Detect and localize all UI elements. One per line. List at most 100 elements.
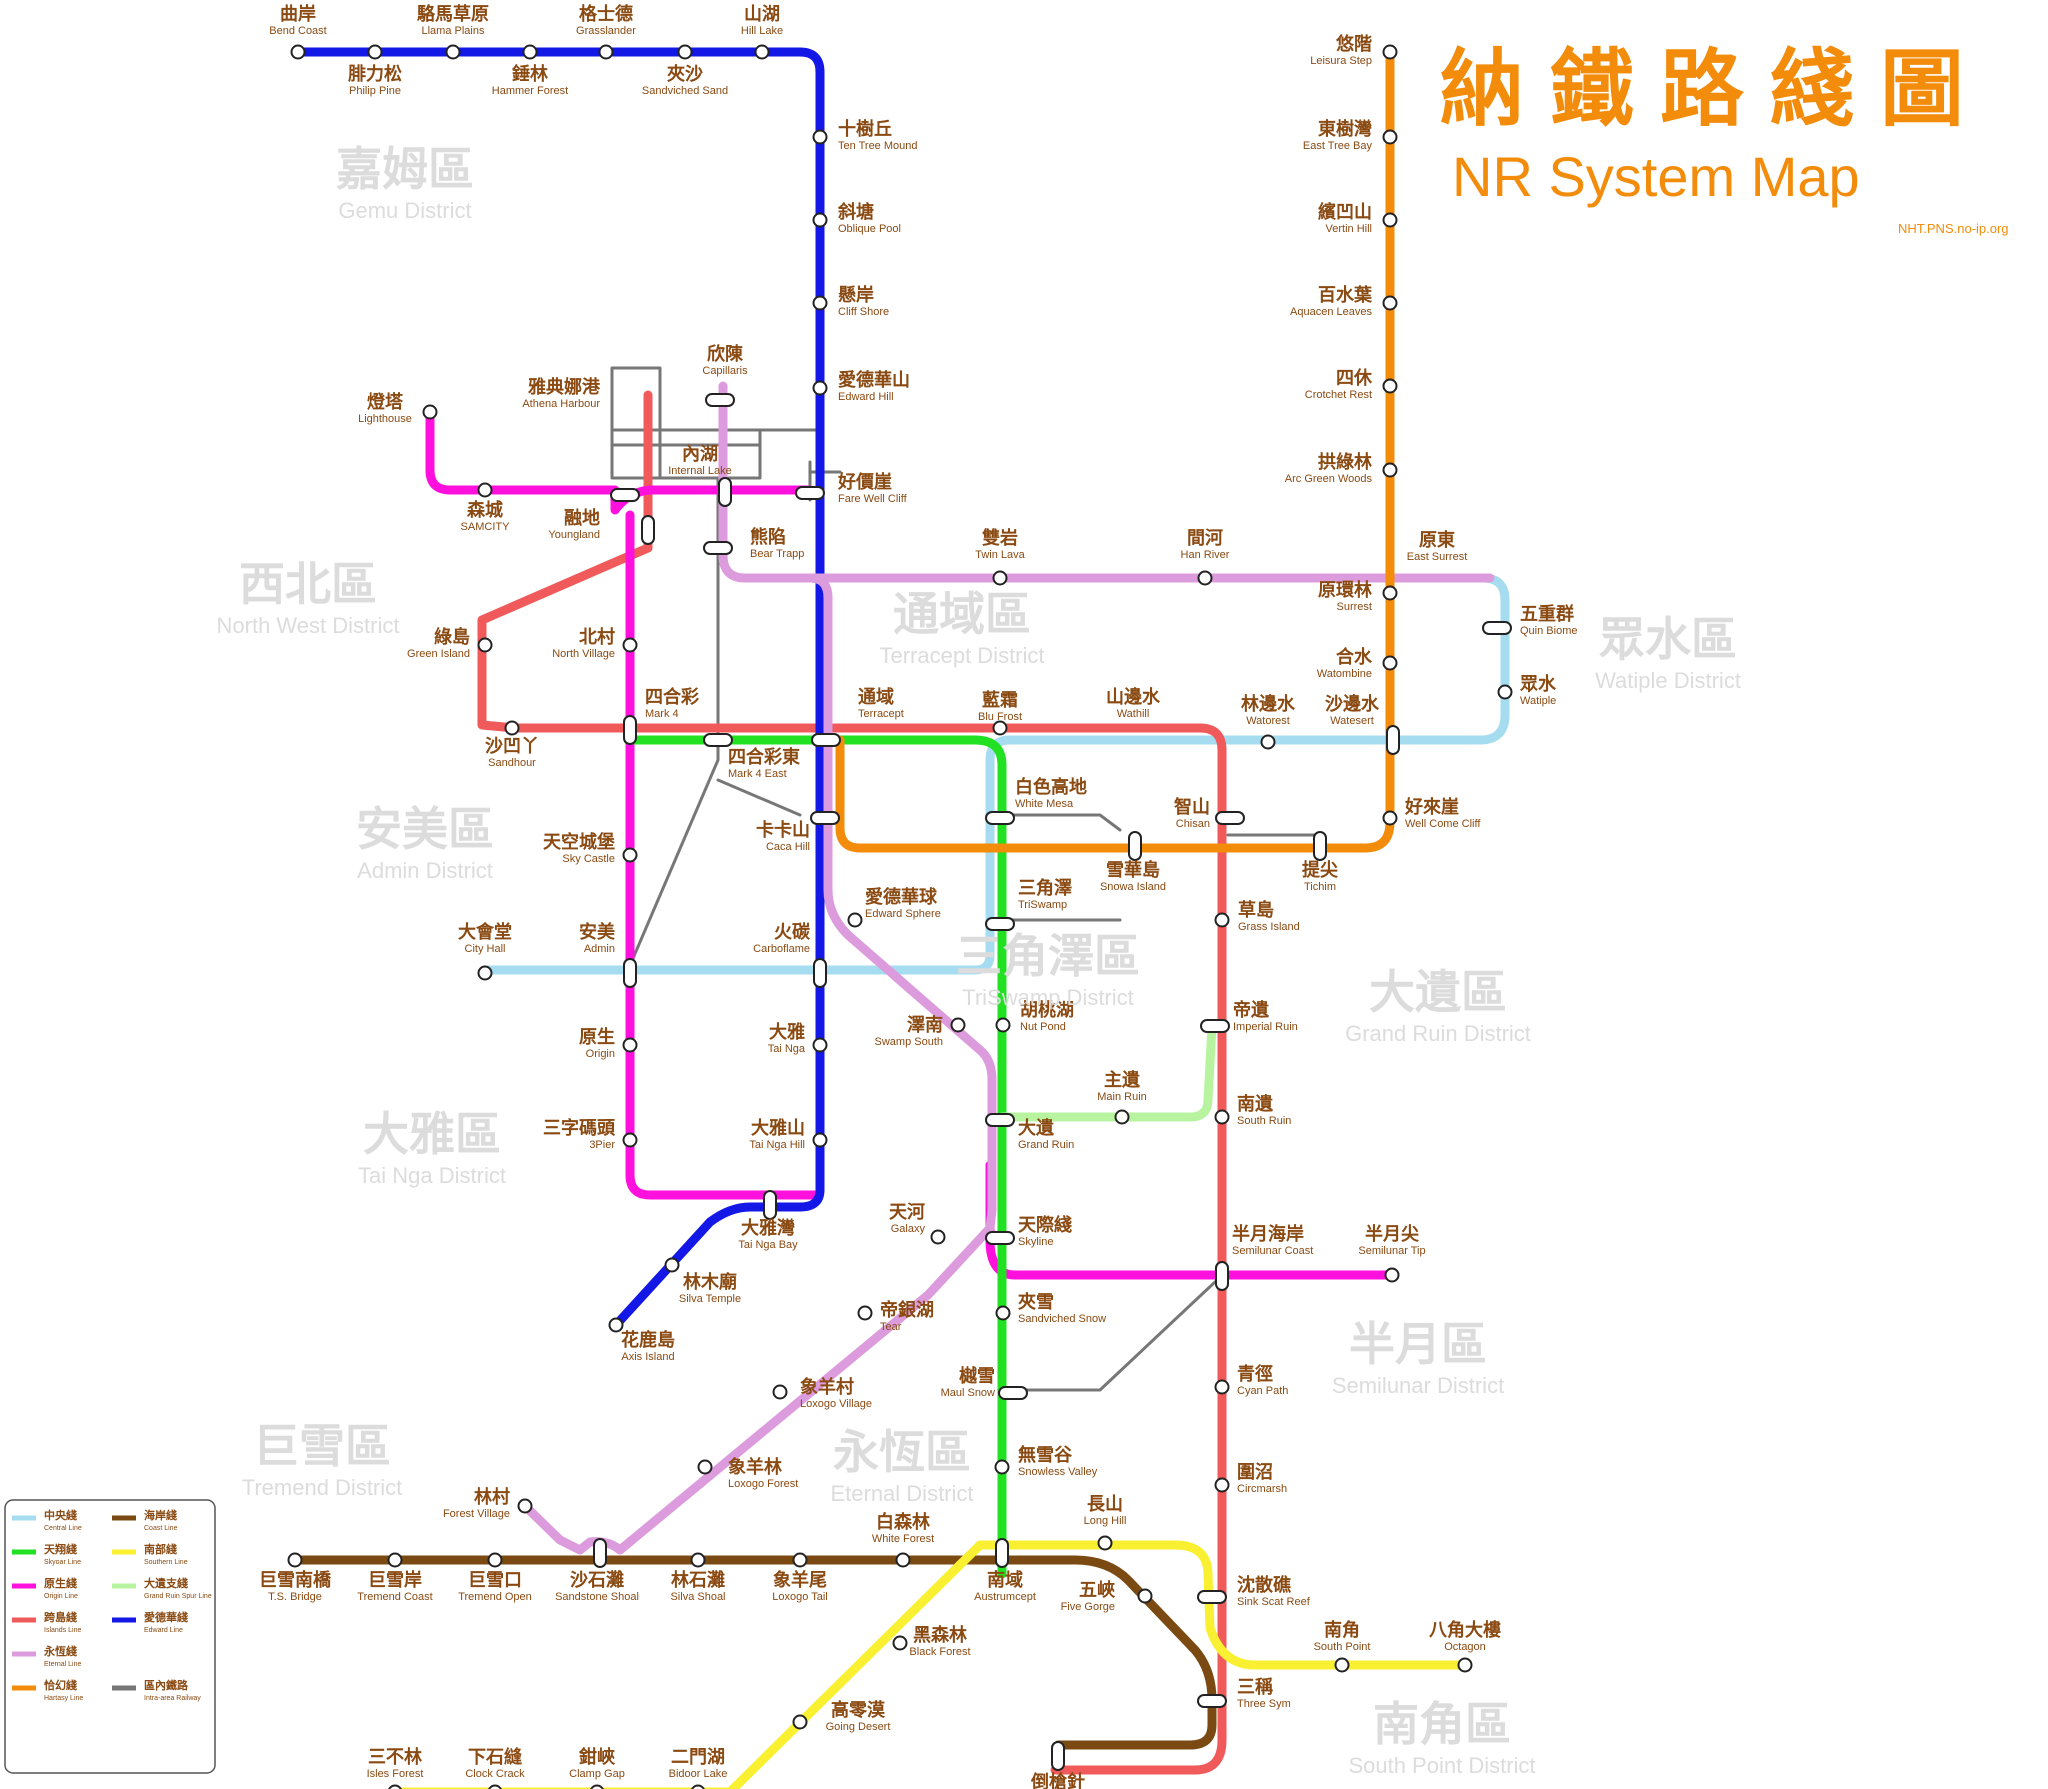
- station-dot[interactable]: [590, 1784, 604, 1789]
- station-dot[interactable]: [487, 1552, 503, 1568]
- station-dot[interactable]: [622, 637, 638, 653]
- station-dot[interactable]: [598, 44, 614, 60]
- station-dot[interactable]: [857, 1305, 873, 1321]
- interchange-marker[interactable]: [641, 515, 655, 545]
- station-dot[interactable]: [388, 1784, 402, 1789]
- station-dot[interactable]: [367, 44, 383, 60]
- station-dot[interactable]: [847, 912, 863, 928]
- interchange-marker[interactable]: [1482, 621, 1512, 635]
- station-dot[interactable]: [792, 1714, 808, 1730]
- station-dot[interactable]: [691, 1784, 705, 1789]
- station-dot[interactable]: [677, 44, 693, 60]
- interchange-marker[interactable]: [985, 1113, 1015, 1127]
- interchange-marker[interactable]: [1215, 811, 1245, 825]
- station-dot[interactable]: [995, 1305, 1011, 1321]
- station-dot[interactable]: [812, 212, 828, 228]
- station-dot[interactable]: [812, 1037, 828, 1053]
- station-dot[interactable]: [1382, 129, 1398, 145]
- interchange-marker[interactable]: [998, 1386, 1028, 1400]
- station-dot[interactable]: [287, 1552, 303, 1568]
- interchange-marker[interactable]: [763, 1190, 777, 1220]
- station-dot[interactable]: [1457, 1657, 1473, 1673]
- map-url[interactable]: NHT.PNS.no-ip.org: [1898, 221, 2009, 236]
- station-dot[interactable]: [477, 965, 493, 981]
- interchange-marker[interactable]: [1197, 1694, 1227, 1708]
- station-dot[interactable]: [1137, 1588, 1153, 1604]
- station-dot[interactable]: [1097, 1535, 1113, 1551]
- interchange-marker[interactable]: [795, 486, 825, 500]
- interchange-marker[interactable]: [610, 488, 640, 502]
- interchange-marker[interactable]: [1200, 1019, 1230, 1033]
- station-dot[interactable]: [1114, 1109, 1130, 1125]
- interchange-marker[interactable]: [623, 958, 637, 988]
- station-dot[interactable]: [387, 1552, 403, 1568]
- station-dot[interactable]: [895, 1552, 911, 1568]
- station-dot[interactable]: [1497, 684, 1513, 700]
- station-dot[interactable]: [522, 44, 538, 60]
- station-dot[interactable]: [504, 720, 520, 736]
- interchange-marker[interactable]: [1386, 725, 1400, 755]
- station-dot[interactable]: [1214, 1109, 1230, 1125]
- interchange-marker[interactable]: [1197, 1590, 1227, 1604]
- station-dot[interactable]: [690, 1552, 706, 1568]
- station-dot[interactable]: [754, 44, 770, 60]
- station-dot[interactable]: [1334, 1657, 1350, 1673]
- station-dot[interactable]: [445, 44, 461, 60]
- interchange-marker[interactable]: [1128, 831, 1142, 861]
- station-dot[interactable]: [1382, 212, 1398, 228]
- station-dot[interactable]: [950, 1017, 966, 1033]
- station-dot[interactable]: [477, 637, 493, 653]
- station-dot[interactable]: [1382, 295, 1398, 311]
- station-dot[interactable]: [664, 1257, 680, 1273]
- station-dot[interactable]: [1214, 1379, 1230, 1395]
- station-dot[interactable]: [1214, 912, 1230, 928]
- interchange-marker[interactable]: [1051, 1741, 1065, 1771]
- station-dot[interactable]: [1382, 44, 1398, 60]
- interchange-marker[interactable]: [703, 733, 733, 747]
- station-dot[interactable]: [608, 1317, 624, 1333]
- interchange-marker[interactable]: [813, 958, 827, 988]
- station-dot[interactable]: [992, 570, 1008, 586]
- station-dot[interactable]: [812, 380, 828, 396]
- interchange-marker[interactable]: [985, 917, 1015, 931]
- station-dot[interactable]: [1197, 570, 1213, 586]
- station-dot[interactable]: [622, 847, 638, 863]
- interchange-marker[interactable]: [811, 733, 841, 747]
- station-dot[interactable]: [792, 1552, 808, 1568]
- station-dot[interactable]: [1382, 585, 1398, 601]
- station-dot[interactable]: [992, 720, 1008, 736]
- station-dot[interactable]: [488, 1784, 502, 1789]
- station-dot[interactable]: [812, 295, 828, 311]
- station-dot[interactable]: [622, 1037, 638, 1053]
- interchange-marker[interactable]: [623, 715, 637, 745]
- interchange-marker[interactable]: [1313, 831, 1327, 861]
- station-dot[interactable]: [772, 1384, 788, 1400]
- station-dot[interactable]: [697, 1459, 713, 1475]
- station-dot[interactable]: [1384, 1267, 1400, 1283]
- interchange-marker[interactable]: [703, 541, 733, 555]
- station-dot[interactable]: [477, 482, 493, 498]
- station-dot[interactable]: [892, 1635, 908, 1651]
- station-dot[interactable]: [995, 1017, 1011, 1033]
- interchange-marker[interactable]: [985, 1231, 1015, 1245]
- station-dot[interactable]: [1260, 734, 1276, 750]
- station-dot[interactable]: [994, 1459, 1010, 1475]
- station-dot[interactable]: [1382, 462, 1398, 478]
- interchange-marker[interactable]: [985, 811, 1015, 825]
- station-dot[interactable]: [930, 1229, 946, 1245]
- station-dot[interactable]: [1214, 1477, 1230, 1493]
- station-dot[interactable]: [622, 1132, 638, 1148]
- station-dot[interactable]: [422, 404, 438, 420]
- station-dot[interactable]: [517, 1498, 533, 1514]
- interchange-marker[interactable]: [810, 811, 840, 825]
- station-dot[interactable]: [812, 129, 828, 145]
- interchange-marker[interactable]: [705, 393, 735, 407]
- station-dot[interactable]: [1382, 810, 1398, 826]
- interchange-marker[interactable]: [1215, 1261, 1229, 1291]
- interchange-marker[interactable]: [718, 477, 732, 507]
- station-dot[interactable]: [1382, 655, 1398, 671]
- interchange-marker[interactable]: [995, 1538, 1009, 1568]
- station-dot[interactable]: [1382, 378, 1398, 394]
- station-dot[interactable]: [812, 1132, 828, 1148]
- station-dot[interactable]: [290, 44, 306, 60]
